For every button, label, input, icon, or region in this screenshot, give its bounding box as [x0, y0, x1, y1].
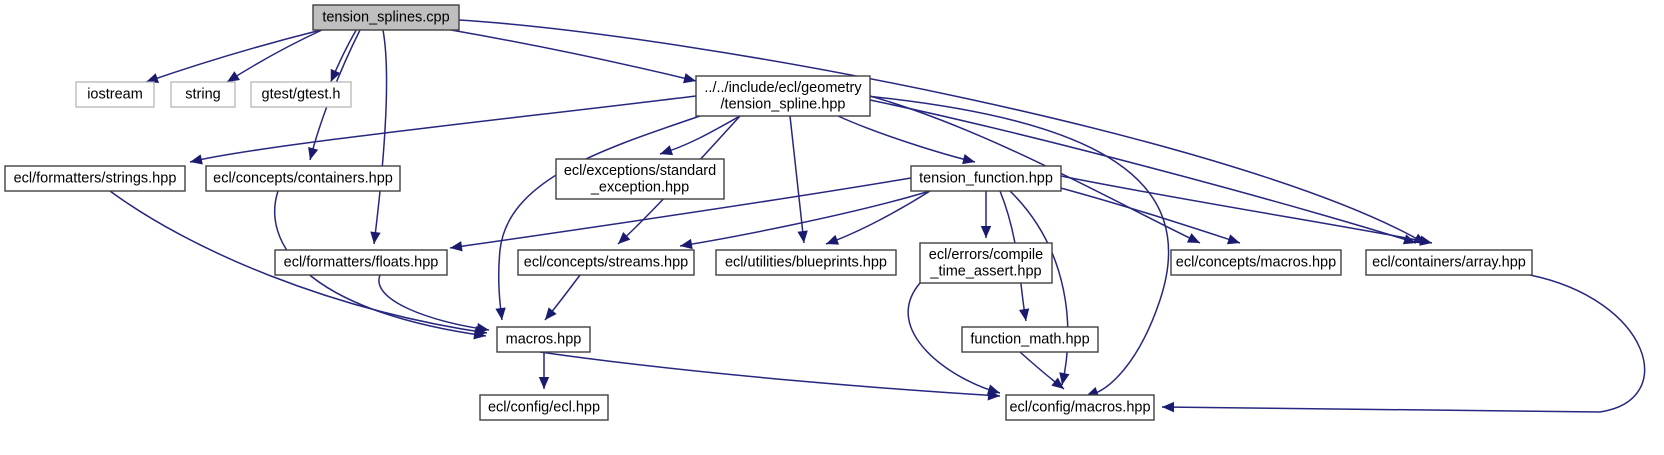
- graph-edge-tension-spline-hpp-to-macros-hpp: [497, 115, 701, 321]
- edge-arrowhead: [1226, 234, 1240, 245]
- node-box[interactable]: [555, 158, 725, 200]
- graph-edge-array-hpp-to-config-macros-hpp: [1161, 274, 1646, 413]
- node-box[interactable]: [250, 81, 352, 108]
- node-box[interactable]: [75, 81, 155, 108]
- node-layer: tension_splines.cpp iostream string gtest/g…: [4, 4, 1533, 421]
- graph-node-array-hpp[interactable]: ecl/containers/array.hpp: [1365, 249, 1533, 276]
- graph-node-tension-splines-cpp[interactable]: tension_splines.cpp: [312, 4, 460, 31]
- graph-edge-compile-time-assert-to-config-macros-hpp: [907, 282, 1001, 394]
- graph-edge-tension-function-hpp-to-floats-hpp: [449, 177, 912, 249]
- edge-arrowhead: [146, 73, 160, 84]
- edge-arrowhead: [473, 329, 486, 340]
- graph-node-floats-hpp[interactable]: ecl/formatters/floats.hpp: [274, 249, 448, 276]
- graph-node-strings-hpp[interactable]: ecl/formatters/strings.hpp: [4, 165, 186, 192]
- graph-edge-tension-function-hpp-to-array-hpp: [1060, 175, 1433, 244]
- edge-arrowhead: [1419, 235, 1432, 246]
- edge-arrowhead: [1051, 377, 1064, 389]
- node-box[interactable]: [312, 4, 460, 31]
- edge-arrowhead: [987, 390, 1000, 401]
- graph-edge-tension-spline-hpp-to-strings-hpp: [189, 95, 697, 163]
- edge-layer: [109, 19, 1646, 413]
- graph-node-streams-hpp[interactable]: ecl/concepts/streams.hpp: [517, 249, 695, 276]
- node-box[interactable]: [274, 249, 448, 276]
- edge-arrowhead: [618, 232, 631, 244]
- edge-arrowhead: [683, 73, 696, 84]
- graph-node-concepts-macros-hpp[interactable]: ecl/concepts/macros.hpp: [1170, 249, 1342, 276]
- graph-node-standard-exception[interactable]: ecl/exceptions/standard_exception.hpp: [555, 158, 725, 200]
- edge-arrowhead: [826, 234, 840, 245]
- node-box[interactable]: [715, 249, 897, 276]
- graph-edge-tension-splines-cpp-to-array-hpp: [458, 19, 1427, 245]
- edge-arrowhead: [450, 241, 463, 252]
- graph-edge-tension-spline-hpp-to-tension-function-hpp: [837, 115, 976, 163]
- edge-arrowhead: [797, 230, 808, 243]
- graph-edge-tension-spline-hpp-to-standard-exception: [659, 115, 741, 155]
- edge-arrowhead: [227, 71, 240, 82]
- graph-edge-tension-splines-cpp-to-tension-spline-hpp: [450, 29, 697, 82]
- node-box[interactable]: [910, 165, 1062, 192]
- node-box[interactable]: [1365, 249, 1533, 276]
- node-box[interactable]: [1005, 394, 1155, 421]
- graph-edge-tension-splines-cpp-to-floats-hpp: [373, 29, 388, 245]
- node-box[interactable]: [4, 165, 186, 192]
- graph-edge-tension-function-hpp-to-blueprints-hpp: [825, 190, 931, 245]
- edge-arrowhead: [1018, 308, 1030, 321]
- graph-node-tension-function-hpp[interactable]: tension_function.hpp: [910, 165, 1062, 192]
- node-box[interactable]: [496, 326, 591, 353]
- edge-arrowhead: [660, 145, 674, 156]
- node-box[interactable]: [919, 242, 1053, 284]
- graph-edge-tension-function-hpp-to-config-macros-hpp: [1009, 190, 1069, 386]
- graph-node-gtest-gtest-h[interactable]: gtest/gtest.h: [250, 81, 352, 108]
- node-box[interactable]: [479, 394, 609, 421]
- graph-node-tension-spline-hpp[interactable]: ../../include/ecl/geometry/tension_splin…: [695, 75, 871, 117]
- graph-edge-macros-hpp-to-config-macros-hpp: [539, 351, 1001, 397]
- edge-arrowhead: [962, 154, 975, 165]
- graph-edge-tension-spline-hpp-to-array-hpp: [869, 99, 1417, 244]
- edge-arrowhead: [308, 147, 319, 160]
- node-box[interactable]: [1170, 249, 1342, 276]
- edge-arrowhead: [545, 307, 557, 320]
- node-box[interactable]: [517, 249, 695, 276]
- node-box[interactable]: [170, 81, 236, 108]
- graph-edge-floats-hpp-to-macros-hpp: [378, 274, 490, 331]
- graph-edge-tension-function-hpp-to-streams-hpp: [679, 190, 931, 247]
- graph-node-iostream[interactable]: iostream: [75, 81, 155, 108]
- node-box[interactable]: [695, 75, 871, 117]
- graph-node-compile-time-assert[interactable]: ecl/errors/compile_time_assert.hpp: [919, 242, 1053, 284]
- edge-arrowhead: [1162, 401, 1175, 413]
- graph-node-containers-hpp[interactable]: ecl/concepts/containers.hpp: [205, 165, 401, 192]
- edge-arrowhead: [190, 154, 203, 165]
- edge-arrowhead: [476, 323, 489, 334]
- edge-arrowhead: [538, 377, 550, 389]
- graph-node-config-macros-hpp[interactable]: ecl/config/macros.hpp: [1005, 394, 1155, 421]
- node-box[interactable]: [961, 326, 1099, 353]
- edge-arrowhead: [1059, 372, 1070, 385]
- edge-arrowhead: [330, 68, 341, 82]
- graph-node-string[interactable]: string: [170, 81, 236, 108]
- graph-node-macros-hpp[interactable]: macros.hpp: [496, 326, 591, 353]
- graph-node-ecl-config-ecl-hpp[interactable]: ecl/config/ecl.hpp: [479, 394, 609, 421]
- graph-edge-strings-hpp-to-macros-hpp: [109, 190, 488, 334]
- graph-node-function-math-hpp[interactable]: function_math.hpp: [961, 326, 1099, 353]
- edge-arrowhead: [680, 238, 693, 250]
- edge-arrowhead: [980, 226, 992, 238]
- graph-edge-tension-splines-cpp-to-string: [226, 29, 323, 83]
- graph-edge-tension-splines-cpp-to-iostream: [145, 29, 322, 83]
- node-box[interactable]: [205, 165, 401, 192]
- graph-edge-tension-spline-hpp-to-config-macros-hpp: [865, 95, 1170, 397]
- edge-arrowhead: [1186, 233, 1200, 243]
- edge-arrowhead: [495, 307, 506, 320]
- graph-node-blueprints-hpp[interactable]: ecl/utilities/blueprints.hpp: [715, 249, 897, 276]
- edge-arrowhead: [370, 231, 381, 244]
